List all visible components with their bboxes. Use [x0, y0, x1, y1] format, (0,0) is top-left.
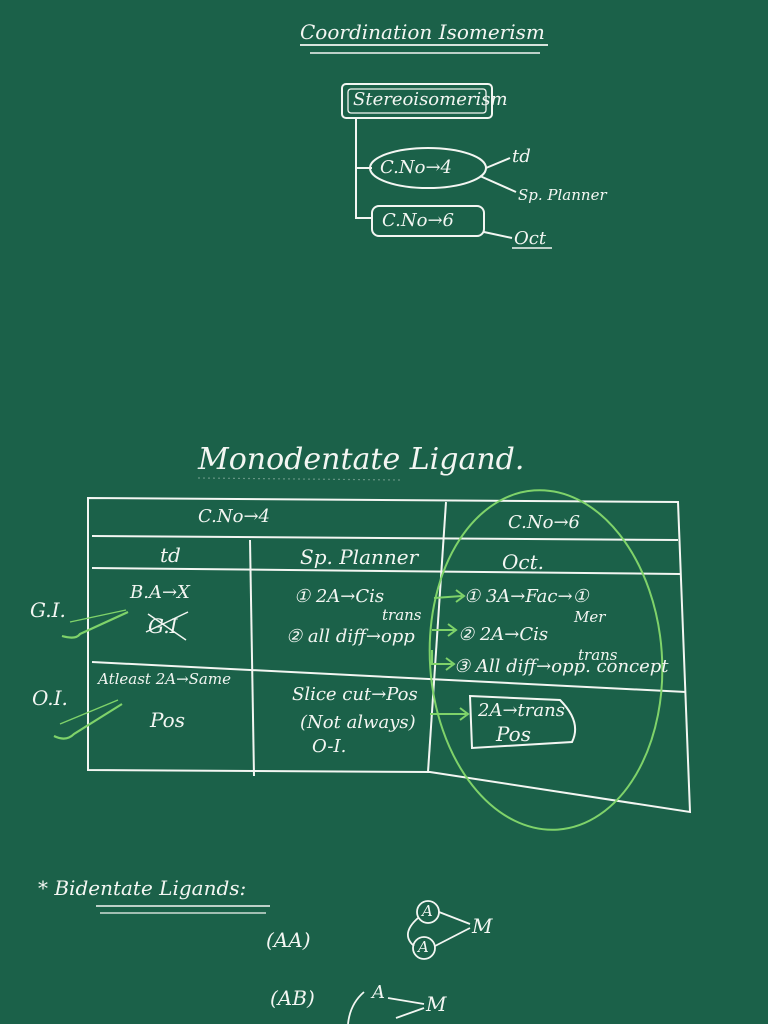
cn4-label: C.No→4 [380, 157, 452, 178]
table-col-oct: Oct. [502, 550, 544, 574]
coordination-isomerism-title: Coordination Isomerism [300, 20, 545, 44]
cn6-label: C.No→6 [382, 210, 454, 231]
bidentate-ligands-title: * Bidentate Ligands: [38, 876, 247, 900]
gi-oct-line1: ① 3A→Fac→① [464, 586, 589, 607]
oi-oct-line2: Pos [496, 722, 531, 746]
oi-oct-line1: 2A→trans [478, 700, 565, 721]
cn4-sp-planner-label: Sp. Planner [518, 186, 607, 204]
ab-label: (AB) [270, 986, 315, 1010]
gi-td-line2: G.I [148, 614, 178, 638]
table-col-td: td [160, 543, 181, 567]
gi-td-line1: B.A→X [130, 582, 190, 603]
gi-sp-line2: ② all diff→opp [286, 626, 415, 647]
gi-sp-line1b: trans [382, 606, 422, 624]
gi-oct-line2b: trans [578, 646, 618, 664]
gi-oct-line2: ② 2A→Cis [458, 624, 549, 645]
row-oi-label: O.I. [32, 686, 68, 710]
gi-oct-line3: ③ All diff→opp. concept [454, 656, 669, 677]
aa-metal: M [472, 914, 493, 938]
gi-sp-line1: ① 2A→Cis [294, 586, 385, 607]
table-group-cn6: C.No→6 [508, 512, 580, 533]
cn6-oct-label: Oct [514, 228, 547, 249]
stereoisomerism-label: Stereoisomerism [353, 89, 508, 110]
table-group-cn4: C.No→4 [198, 506, 270, 527]
cn4-td-label: td [512, 146, 531, 167]
oi-sp-line1: Slice cut→Pos [292, 684, 418, 705]
aa-atom-2: A [418, 938, 429, 956]
oi-sp-line3: O-I. [312, 736, 347, 757]
monodentate-ligand-title: Monodentate Ligand. [198, 442, 525, 477]
ab-atom: A [372, 982, 385, 1003]
oi-td-line1: Atleast 2A→Same [98, 670, 231, 688]
aa-atom-1: A [422, 902, 433, 920]
row-gi-label: G.I. [30, 598, 66, 622]
oi-sp-line2: (Not always) [300, 712, 416, 733]
gi-oct-line1b: Mer [574, 608, 606, 626]
aa-label: (AA) [266, 928, 311, 952]
table-col-sp-planner: Sp. Planner [300, 545, 419, 569]
oi-td-line2: Pos [150, 708, 185, 732]
ab-metal: M [426, 992, 447, 1016]
